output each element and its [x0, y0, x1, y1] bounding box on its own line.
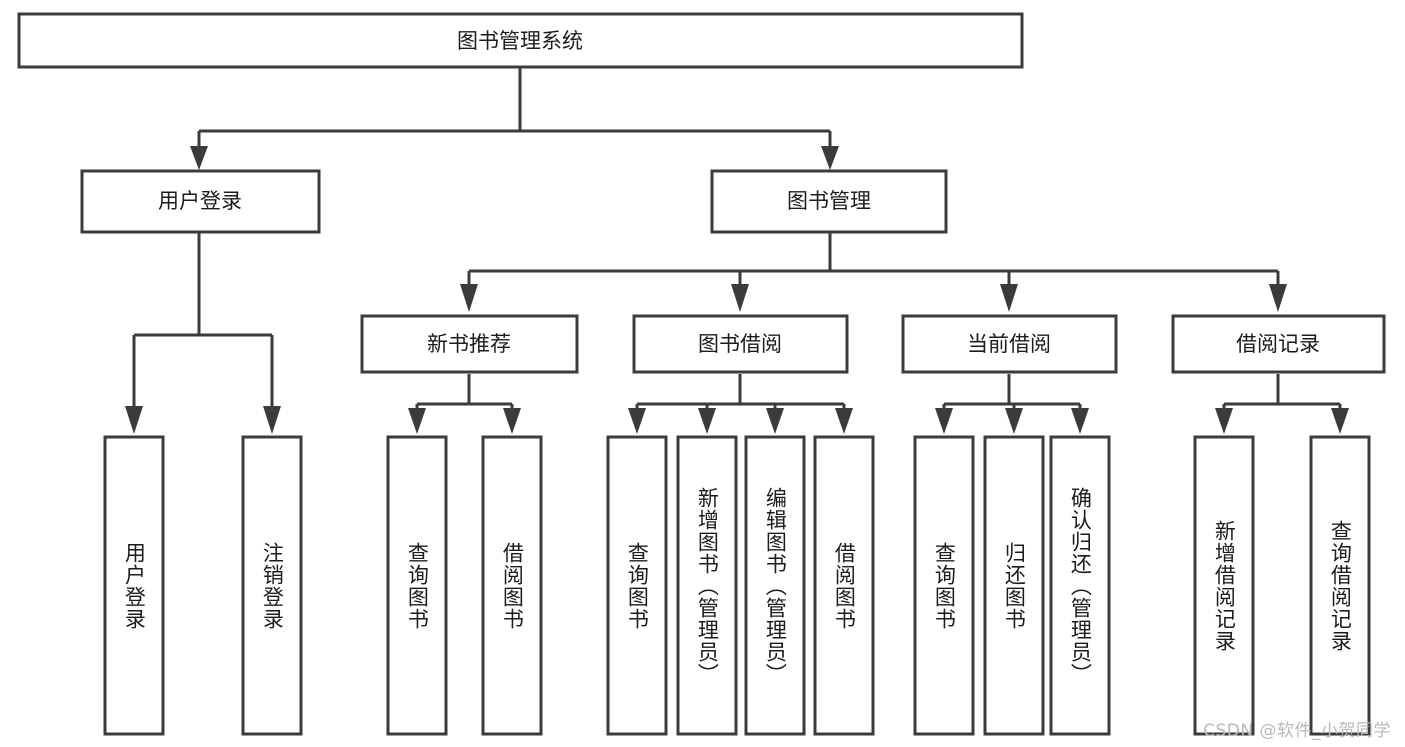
node-leaf-borrow-book-2[interactable]	[813, 435, 875, 736]
arrow-head-leaf-return-book	[1005, 408, 1023, 434]
node-current-borrow[interactable]	[901, 314, 1118, 374]
arrow-head-leaf-confirm-return	[1071, 408, 1089, 434]
node-borrow-record-label: 借阅记录	[1236, 332, 1320, 356]
node-book-manage-label: 图书管理	[787, 189, 871, 213]
arrow-head-leaf-query-book-2	[628, 408, 646, 434]
arrow-head-leaf-user-login	[125, 406, 143, 434]
node-leaf-edit-book[interactable]	[744, 435, 806, 736]
node-root-label: 图书管理系统	[457, 29, 583, 53]
node-leaf-query-book-2[interactable]	[606, 435, 668, 736]
node-leaf-borrow-book-1[interactable]	[481, 435, 543, 736]
node-leaf-user-login[interactable]	[103, 435, 165, 736]
arrow-head-leaf-query-record	[1331, 408, 1349, 434]
arrow-head-leaf-borrow-book-2	[835, 408, 853, 434]
arrow-head-borrow-record	[1269, 284, 1287, 312]
arrow-head-leaf-add-record	[1215, 408, 1233, 434]
node-user-login-label: 用户登录	[158, 189, 242, 213]
watermark-text: CSDN @软件_小贺同学	[1203, 721, 1391, 741]
node-book-borrow[interactable]	[632, 314, 849, 374]
node-book-borrow-label: 图书借阅	[698, 332, 782, 356]
arrow-head-leaf-borrow-book-1	[503, 408, 521, 434]
arrow-head-new-book-recommend	[460, 284, 478, 312]
node-leaf-add-book[interactable]	[676, 435, 738, 736]
arrow-head-current-borrow	[1000, 284, 1018, 312]
node-leaf-return-book[interactable]	[983, 435, 1045, 736]
nodes-group: 图书管理系统 用户登录 图书管理 新书推荐 图书借阅 当前借阅 借阅记录	[17, 12, 1386, 736]
arrow-head-user-login	[190, 146, 208, 170]
node-leaf-query-book-1[interactable]	[386, 435, 448, 736]
node-leaf-add-record[interactable]	[1193, 435, 1255, 736]
node-new-book-recommend[interactable]	[360, 314, 579, 374]
arrow-head-leaf-query-book-1	[408, 408, 426, 434]
arrow-head-leaf-user-logout	[263, 406, 281, 434]
node-borrow-record[interactable]	[1171, 314, 1386, 374]
connectors-group	[125, 67, 1349, 434]
arrow-head-book-manage	[821, 146, 839, 170]
arrow-head-leaf-edit-book	[766, 408, 784, 434]
arrow-head-leaf-add-book	[698, 408, 716, 434]
node-root[interactable]	[17, 12, 1024, 69]
node-leaf-query-record[interactable]	[1309, 435, 1371, 736]
node-leaf-query-book-3[interactable]	[913, 435, 975, 736]
node-current-borrow-label: 当前借阅	[967, 332, 1051, 356]
arrow-head-book-borrow	[731, 284, 749, 312]
node-new-book-recommend-label: 新书推荐	[427, 332, 511, 356]
node-user-login[interactable]	[80, 169, 321, 234]
arrow-head-leaf-query-book-3	[935, 408, 953, 434]
node-leaf-confirm-return[interactable]	[1049, 435, 1111, 736]
node-leaf-user-logout[interactable]	[241, 435, 303, 736]
node-book-manage[interactable]	[710, 169, 948, 234]
